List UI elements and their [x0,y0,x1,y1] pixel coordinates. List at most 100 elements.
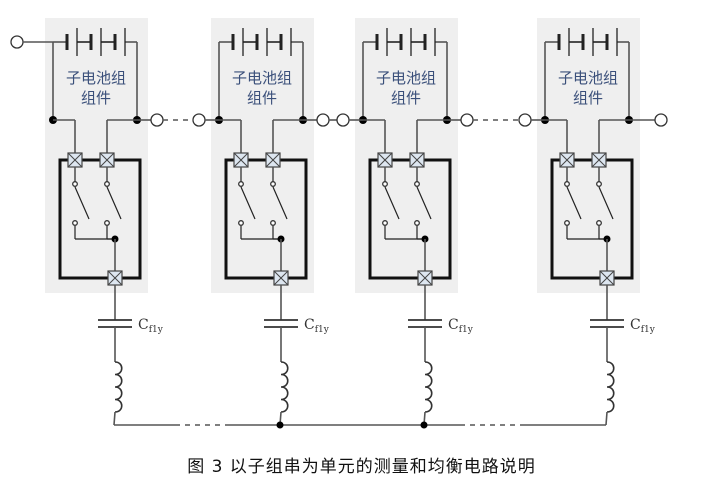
inductor-coil [424,361,433,413]
capacitor-label: Cf1y [138,317,164,335]
module-label-line1: 子电池组 [66,69,126,87]
switch-contact [270,181,276,187]
mux-switch-3 [273,270,289,286]
switch-contact [596,220,602,226]
module-label-line2: 组件 [247,89,277,107]
switch-contact [72,220,78,226]
module-label-line1: 子电池组 [232,69,292,87]
switch-contact [104,181,110,187]
connector-node [150,113,164,127]
connector-node [460,113,474,127]
capacitor-label-main: C [448,317,459,333]
connector-node [316,113,330,127]
mux-switch-1 [67,152,83,168]
inductor-coil [114,361,123,413]
module-label-line2: 组件 [391,89,421,107]
module-background [355,18,458,293]
switch-contact [414,181,420,187]
switch-contact [564,181,570,187]
switch-blade [74,186,90,220]
capacitor-label-main: C [630,317,641,333]
switch-contact [270,220,276,226]
switch-contact [382,220,388,226]
flying-capacitor [590,319,624,328]
mux-switch-2 [409,152,425,168]
switch-blade [106,186,122,220]
mux-switch-3 [107,270,123,286]
switch-box-cross [273,270,289,286]
battery-cells-icon [375,28,436,56]
mux-switch-2 [265,152,281,168]
switch-box-cross [377,152,393,168]
switch-contact [564,220,570,226]
mux-switch-1 [559,152,575,168]
flying-capacitor [98,319,132,328]
switch-blade [272,186,288,220]
module-label-line1: 子电池组 [558,69,618,87]
wire [605,411,608,426]
switch-blade [566,186,582,220]
switch-box-cross [233,152,249,168]
connector-node [518,113,532,127]
switch-contact [72,181,78,187]
mux-switch-1 [377,152,393,168]
wire [113,411,116,426]
switch-blade [416,186,432,220]
inductor-coil [280,361,289,413]
module-background [537,18,640,293]
mux-switch-2 [591,152,607,168]
switch-contact [382,181,388,187]
switch-box-cross [99,152,115,168]
capacitor-label-main: C [138,317,149,333]
capacitor-label: Cf1y [304,317,330,335]
capacitor-label-main: C [304,317,315,333]
terminal-node-right [654,113,668,127]
mux-switch-3 [599,270,615,286]
flying-capacitor [264,319,298,328]
capacitor-label-sub: f1y [149,325,164,335]
mux-switch-2 [99,152,115,168]
switch-blade [384,186,400,220]
switch-box-cross [409,152,425,168]
flying-capacitor [408,319,442,328]
capacitor-label-sub: f1y [459,325,474,335]
switch-box-cross [599,270,615,286]
switch-box-cross [559,152,575,168]
switch-contact [414,220,420,226]
capacitor-label: Cf1y [630,317,656,335]
connector-node [336,113,350,127]
switch-box-cross [417,270,433,286]
junction-dot [276,421,284,429]
module-label-line2: 组件 [81,89,111,107]
switch-box-cross [591,152,607,168]
mux-switch-1 [233,152,249,168]
mux-switch-3 [417,270,433,286]
switch-blade [598,186,614,220]
module-label-line1: 子电池组 [376,69,436,87]
switch-contact [596,181,602,187]
terminal-node-left [10,35,24,49]
junction-dot [420,421,428,429]
battery-cells-icon [231,28,292,56]
module-background [45,18,148,293]
switch-blade [240,186,256,220]
capacitor-label: Cf1y [448,317,474,335]
connector-node [192,113,206,127]
switch-contact [238,220,244,226]
capacitor-label-sub: f1y [641,325,656,335]
figure-caption: 图 3 以子组串为单元的测量和均衡电路说明 [187,457,536,477]
capacitor-label-sub: f1y [315,325,330,335]
module-background [211,18,314,293]
switch-box-cross [107,270,123,286]
switch-box-cross [67,152,83,168]
module-label-line2: 组件 [573,89,603,107]
inductor-coil [606,361,615,413]
switch-contact [238,181,244,187]
battery-cells-icon [65,28,126,56]
switch-box-cross [265,152,281,168]
